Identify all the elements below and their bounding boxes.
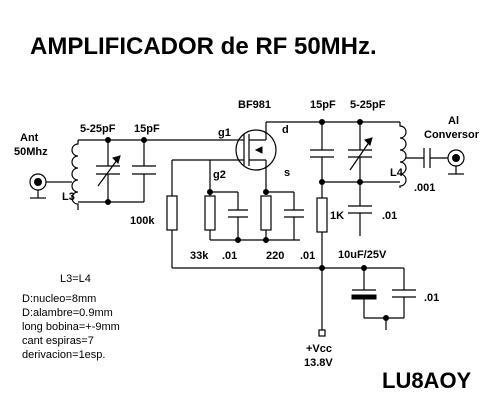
- callsign: LU8AOY: [382, 368, 472, 393]
- resistor-100k: [166, 159, 210, 268]
- output-label: Al: [448, 115, 459, 127]
- note-line: L3=L4: [60, 273, 91, 285]
- input-trimmer-label: 5-25pF: [80, 123, 116, 135]
- coupling-capacitor: [423, 148, 448, 168]
- page-title: AMPLIFICADOR de RF 50MHz.: [30, 33, 377, 60]
- electrolytic-capacitor: [351, 268, 404, 330]
- coil-l3: [58, 139, 108, 210]
- input-trimmer-capacitor: [96, 137, 121, 205]
- note-line: long bobina=+-9mm: [22, 321, 120, 333]
- output-fixed-capacitor: [310, 119, 334, 185]
- pin-g2-label: g2: [213, 169, 226, 181]
- resistor-220-label: 220: [266, 250, 284, 262]
- resistor-33k-label: 33k: [190, 250, 209, 262]
- input-fixed-cap-label: 15pF: [134, 123, 160, 135]
- output-dest-label: Conversor: [424, 129, 480, 141]
- resistor-1k: [316, 182, 328, 268]
- vcc-value-label: 13.8V: [304, 357, 333, 369]
- note-line: cant espiras=7: [22, 335, 94, 347]
- coil-notes: L3=L4 D:nucleo=8mm D:alambre=0.9mm long …: [22, 273, 120, 361]
- output-connector: [447, 149, 465, 175]
- pin-d-label: d: [282, 124, 289, 136]
- output-trimmer-label: 5-25pF: [350, 99, 386, 111]
- note-line: D:alambre=0.9mm: [22, 307, 113, 319]
- cap-g2-label: .01: [222, 250, 237, 262]
- source-network: [260, 178, 304, 243]
- drain-bypass-label: .01: [382, 210, 397, 222]
- electrolytic-label: 10uF/25V: [338, 249, 387, 261]
- note-line: derivacion=1esp.: [22, 349, 105, 361]
- supply-bypass-label: .01: [424, 292, 439, 304]
- input-label: Ant: [20, 132, 39, 144]
- coil-l4: [322, 122, 424, 188]
- input-fixed-capacitor: [108, 137, 156, 203]
- transistor-bf981: [210, 121, 322, 178]
- resistor-100k-label: 100k: [130, 215, 155, 227]
- input-connector: [29, 173, 58, 199]
- output-trimmer-capacitor: [322, 119, 400, 185]
- cap-source-label: .01: [300, 250, 315, 262]
- pin-s-label: s: [284, 167, 290, 179]
- supply-rail: [172, 265, 404, 337]
- transistor-label: BF981: [238, 99, 271, 111]
- gate2-network: [204, 160, 300, 243]
- note-line: D:nucleo=8mm: [22, 293, 96, 305]
- pin-g1-label: g1: [218, 127, 231, 139]
- vcc-label: +Vcc: [306, 343, 332, 355]
- input-freq-label: 50Mhz: [14, 146, 48, 158]
- resistor-1k-label: 1K: [330, 210, 344, 222]
- coupling-cap-label: .001: [414, 182, 435, 194]
- l4-label: L4: [390, 167, 404, 179]
- l3-label: L3: [62, 191, 75, 203]
- output-fixed-cap-label: 15pF: [310, 99, 336, 111]
- drain-bypass-capacitor: [348, 182, 372, 236]
- supply-bypass-capacitor: [392, 268, 416, 318]
